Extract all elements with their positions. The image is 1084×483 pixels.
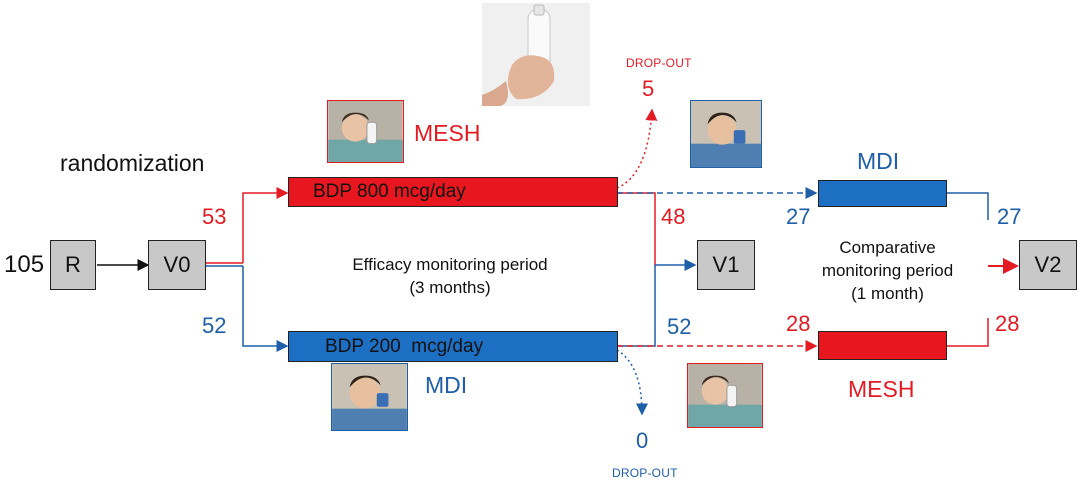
treatment-bar-bottom: BDP 200 mcg/day: [288, 331, 618, 362]
line-mesh-to-v2: [946, 318, 989, 347]
child-photo-mesh-top: [327, 100, 404, 163]
child-mdi-illustration: [691, 101, 761, 167]
arrow-to-bottom-arm: [242, 266, 289, 352]
v1-count-bottom: 52: [667, 314, 692, 339]
efficacy-period-text: Efficacy monitoring period (3 months): [300, 253, 600, 299]
crossover-bar-mesh: [818, 331, 947, 360]
device-label-mesh-top: MESH: [414, 120, 481, 146]
nebulizer-photo: [482, 3, 590, 106]
device-label-mdi-bottom: MDI: [425, 372, 468, 398]
child-photo-mdi-bottom: [331, 363, 408, 431]
bottom-arm-count: 52: [202, 313, 227, 338]
top-arm-count: 53: [202, 204, 227, 229]
line-mdi-to-v2: [946, 192, 989, 220]
comparative-period-line1: Comparative: [839, 238, 936, 257]
dropout-bottom-label: DROP-OUT: [612, 466, 678, 480]
node-v0: V0: [148, 240, 206, 290]
child-photo-mesh-bottom: [687, 363, 763, 428]
comparative-period-line3: (1 month): [851, 284, 924, 303]
child-mesh-bottom-illustration: [688, 364, 762, 427]
treatment-bar-top: BDP 800 mcg/day: [288, 177, 618, 207]
line-top-arm-to-v1: [617, 192, 656, 265]
efficacy-period-line2: (3 months): [409, 278, 491, 297]
dropout-bottom-count: 0: [636, 428, 649, 453]
line-bottom-arm-to-v1: [617, 265, 656, 347]
crossover-bar-mdi: [818, 180, 947, 207]
start-count: 105: [4, 251, 45, 278]
dropout-bottom-curve: [616, 349, 648, 416]
child-photo-mdi-top: [690, 100, 762, 168]
dropout-top-label: DROP-OUT: [626, 56, 692, 70]
treatment-top-label: BDP 800 mcg/day: [313, 181, 466, 202]
dropout-top-curve: [616, 108, 658, 189]
node-v1: V1: [697, 240, 755, 290]
child-mesh-illustration: [328, 101, 403, 162]
crossover-mdi-label: MDI: [857, 148, 900, 174]
nebulizer-illustration: [482, 3, 590, 106]
arrow-to-top-arm: [242, 187, 289, 263]
crossover-mesh-label: MESH: [848, 376, 915, 402]
comparative-period-line2: monitoring period: [821, 261, 954, 280]
dropout-top-count: 5: [642, 76, 655, 101]
crossover-mesh-count-out: 28: [995, 311, 1020, 336]
v1-count-top: 48: [661, 204, 686, 229]
randomization-label: randomization: [60, 150, 205, 176]
comparative-period-text: Comparative monitoring period (1 month): [800, 236, 975, 305]
treatment-bottom-label: BDP 200 mcg/day: [325, 335, 484, 357]
efficacy-period-line1: Efficacy monitoring period: [352, 255, 548, 274]
crossover-mesh-count-in: 28: [786, 311, 811, 336]
node-r: R: [50, 240, 96, 290]
crossover-mdi-count-in: 27: [786, 204, 811, 229]
node-v2: V2: [1019, 240, 1077, 290]
child-mdi-bottom-illustration: [332, 364, 407, 430]
crossover-mdi-count-out: 27: [997, 204, 1022, 229]
